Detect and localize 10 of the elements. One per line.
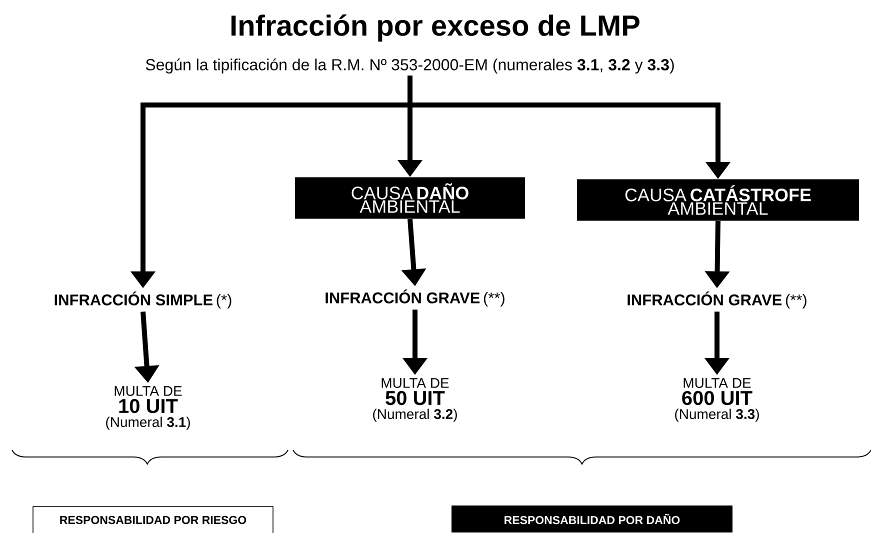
infraction-label: INFRACCIÓN GRAVE (**) <box>326 290 504 306</box>
fine-text: MULTA DE 10 UIT (Numeral 3.1) <box>106 386 190 430</box>
fine-text: MULTA DE 600 UIT (Numeral 3.3) <box>675 378 759 422</box>
responsibility-box: RESPONSABILIDAD POR RIESGO <box>32 506 274 533</box>
fine-text: MULTA DE 50 UIT (Numeral 3.2) <box>373 378 457 422</box>
infraction-label: INFRACCIÓN SIMPLE (*) <box>54 292 232 308</box>
responsibility-box: RESPONSABILIDAD POR DAÑO <box>452 505 732 532</box>
infraction-label: INFRACCIÓN GRAVE (**) <box>628 292 806 308</box>
title: Infracción por exceso de LMP <box>231 14 640 42</box>
subtitle: Según la tipificación de la R.M. Nº 353-2000-EM (numerales 3.1, 3.2 y 3.3) <box>146 58 674 74</box>
